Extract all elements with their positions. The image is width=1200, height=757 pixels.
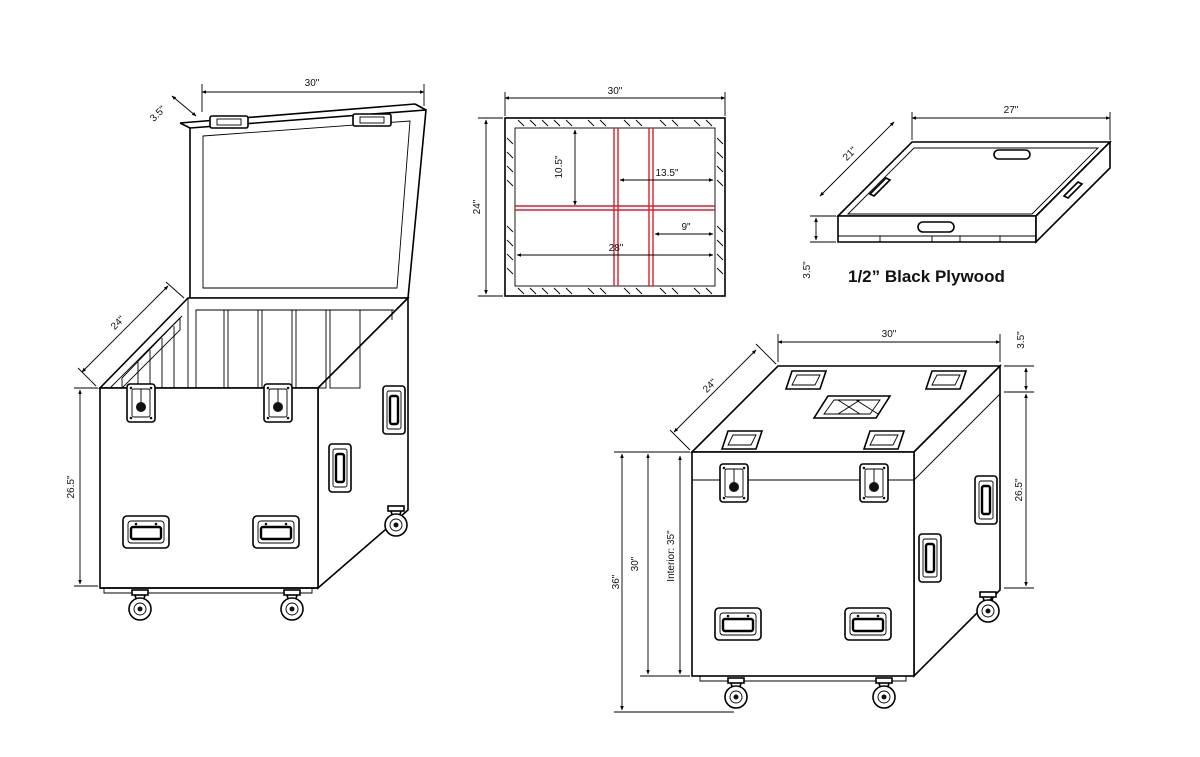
open-height-label: 26.5"	[66, 475, 77, 498]
closed-top-grip-2	[925, 370, 967, 390]
top-10-5-label: 10.5"	[554, 155, 565, 178]
closed-top-center-handle	[812, 395, 892, 419]
open-caster-2	[280, 589, 304, 621]
top-width-label: 30"	[608, 86, 623, 97]
closed-body-label: 26.5"	[1014, 478, 1025, 501]
open-side-handle-front	[327, 442, 353, 494]
open-lid	[189, 109, 427, 299]
closed-latch-left	[719, 463, 749, 503]
closed-caster-1	[724, 677, 748, 709]
top-inner-wall	[514, 127, 716, 287]
closed-front-handle-left	[713, 606, 763, 642]
closed-side-handle-front	[917, 532, 943, 584]
open-front-handle-right	[251, 514, 301, 550]
tray-front-handle	[917, 221, 955, 233]
closed-caster-2	[872, 677, 896, 709]
top-red-dividers	[515, 128, 715, 286]
closed-top-grip-1	[785, 370, 827, 390]
open-front-handle-left	[121, 514, 171, 550]
closed-interior-label: Interior: 35"	[666, 530, 677, 582]
closed-side-handle-rear	[973, 474, 999, 526]
top-depth-label: 24"	[472, 199, 483, 214]
tray-material-label: 1/2” Black Plywood	[848, 267, 1005, 286]
open-front-latch-right	[263, 383, 293, 423]
tray-depth-label: 21"	[841, 145, 859, 163]
closed-top-grip-3	[721, 430, 763, 450]
open-caster-1	[128, 589, 152, 621]
closed-case-view: 30" 24" 3.5" 26.5" 36" 30" Interior: 35"	[611, 329, 1034, 713]
closed-36-label: 36"	[611, 574, 622, 589]
tray-back-handle	[993, 149, 1031, 160]
closed-depth-label: 24"	[701, 377, 719, 395]
open-case-view: 30" 3.5" 24" 26.5"	[66, 78, 427, 621]
open-front-latch-left	[126, 383, 156, 423]
lid-latch-right	[352, 113, 392, 127]
closed-30-label: 30"	[630, 556, 641, 571]
closed-top-grip-4	[863, 430, 905, 450]
closed-lid-label: 3.5"	[1016, 331, 1027, 349]
open-side-handle-rear	[381, 384, 407, 436]
closed-latch-right	[859, 463, 889, 503]
lid-latch-left	[209, 115, 249, 129]
closed-front-handle-right	[843, 606, 893, 642]
top-13-5-label: 13.5"	[655, 168, 678, 179]
top-view: 10.5" 13.5" 9" 28" 30" 24"	[472, 86, 726, 297]
tray-width-label: 27"	[1004, 105, 1019, 116]
tray-height-label: 3.5"	[802, 261, 813, 279]
closed-caster-3	[976, 591, 1000, 623]
top-outer-wall	[504, 117, 726, 297]
open-caster-3	[384, 505, 408, 537]
closed-width-label: 30"	[882, 329, 897, 340]
tray-view: 27" 21" 3.5" 1/2” Black Plywood	[802, 105, 1112, 286]
top-28-label: 28"	[609, 243, 624, 254]
top-9-label: 9"	[681, 222, 691, 233]
open-width-label: 30"	[305, 78, 320, 89]
tray-right-handle	[1062, 181, 1084, 199]
open-lid-label: 3.5"	[148, 104, 168, 124]
